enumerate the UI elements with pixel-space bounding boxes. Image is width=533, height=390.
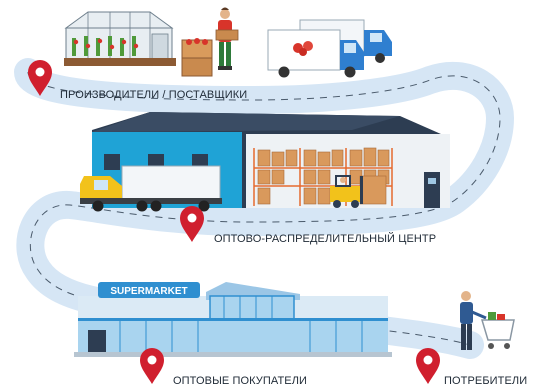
shopping-cart-icon [480, 312, 515, 349]
location-pin-icon [180, 206, 204, 242]
greenhouse-icon [64, 11, 176, 66]
location-pin-icon [140, 348, 164, 384]
stage-label-wholesale-buyers: ОПТОВЫЕ ПОКУПАТЕЛИ [173, 375, 308, 387]
supermarket-sign: SUPERMARKET [110, 286, 187, 297]
shopper-icon [460, 291, 487, 350]
delivery-truck-icon [267, 29, 364, 78]
stage-label-producers: ПРОИЗВОДИТЕЛИ / ПОСТАВЩИКИ [60, 89, 248, 101]
location-pin-icon [28, 60, 52, 96]
supermarket-icon: SUPERMARKET [74, 282, 392, 357]
stage-label-distribution-center: ОПТОВО-РАСПРЕДЕЛИТЕЛЬНЫЙ ЦЕНТР [214, 233, 437, 245]
forklift-icon [330, 175, 363, 208]
produce-crates-icon [181, 38, 213, 77]
location-pin-icon [416, 348, 440, 384]
storage-racks-icon [253, 147, 393, 206]
stage-label-consumers: ПОТРЕБИТЕЛИ [444, 375, 528, 387]
semi-truck-icon [80, 165, 222, 212]
farmer-icon [215, 7, 239, 70]
